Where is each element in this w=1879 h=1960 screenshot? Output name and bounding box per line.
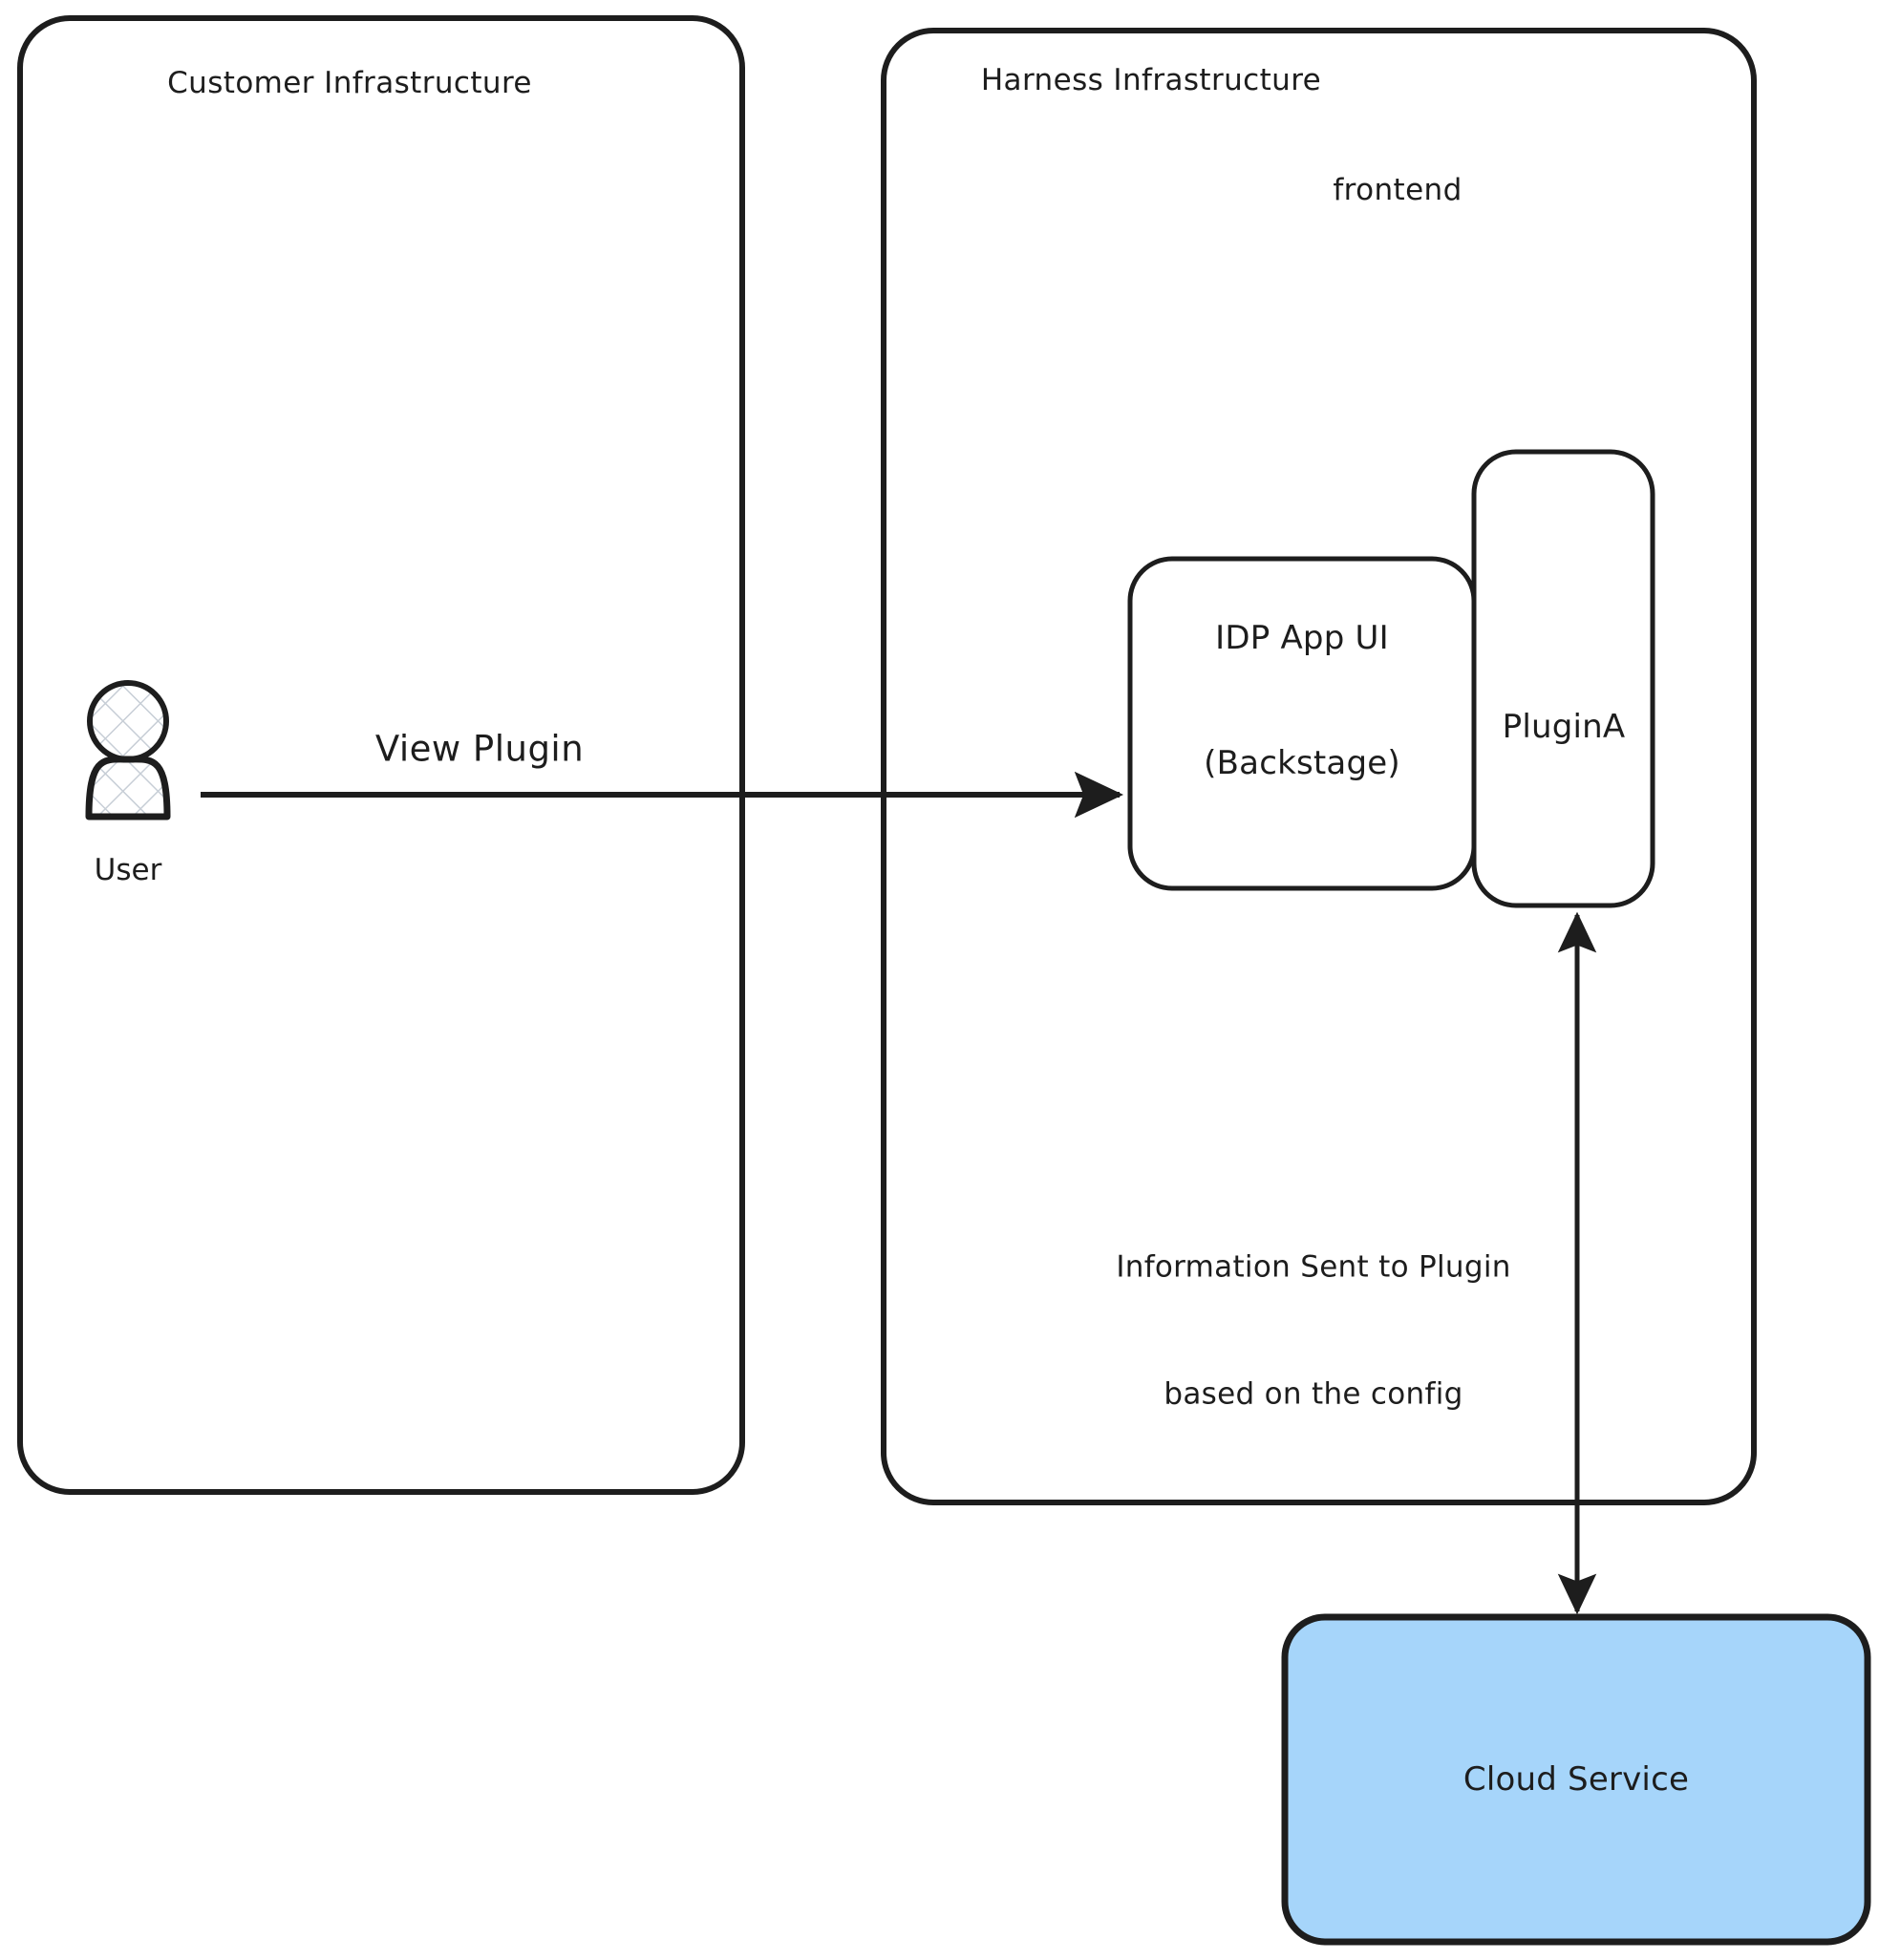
group-customer-infrastructure-label: Customer Infrastructure [167, 66, 532, 101]
group-customer-infrastructure[interactable] [17, 15, 745, 1495]
user-actor-head-icon [87, 680, 169, 762]
frontend-section-label: frontend [1333, 173, 1463, 208]
node-idp-app-ui[interactable] [1127, 556, 1477, 891]
node-plugin-a-box[interactable] [1471, 449, 1655, 908]
edge-info-sent-to-plugin-label: Information Sent to Plugin based on the … [1116, 1173, 1510, 1489]
node-plugin-a[interactable] [1471, 449, 1655, 908]
node-idp-app-ui-box[interactable] [1127, 556, 1477, 891]
edge-info-sent-to-plugin-label-line1: Information Sent to Plugin [1116, 1249, 1511, 1285]
user-actor-icon[interactable] [85, 680, 171, 820]
node-idp-app-ui-label-line1: IDP App UI [1215, 618, 1389, 657]
node-cloud-service[interactable] [1281, 1613, 1871, 1946]
edge-info-sent-to-plugin-label-line2: based on the config [1164, 1376, 1463, 1412]
group-harness-infrastructure-label: Harness Infrastructure [980, 63, 1322, 98]
node-cloud-service-box[interactable] [1281, 1613, 1871, 1946]
node-idp-app-ui-label: IDP App UI (Backstage) [1204, 535, 1400, 867]
edge-view-plugin-label: View Plugin [374, 728, 585, 770]
node-idp-app-ui-label-line2: (Backstage) [1204, 743, 1400, 782]
node-cloud-service-label: Cloud Service [1463, 1760, 1690, 1800]
group-customer-infrastructure-box[interactable] [17, 15, 745, 1495]
user-actor-body-icon [85, 756, 171, 820]
user-actor-label: User [94, 853, 162, 888]
node-plugin-a-label: PluginA [1502, 708, 1626, 747]
